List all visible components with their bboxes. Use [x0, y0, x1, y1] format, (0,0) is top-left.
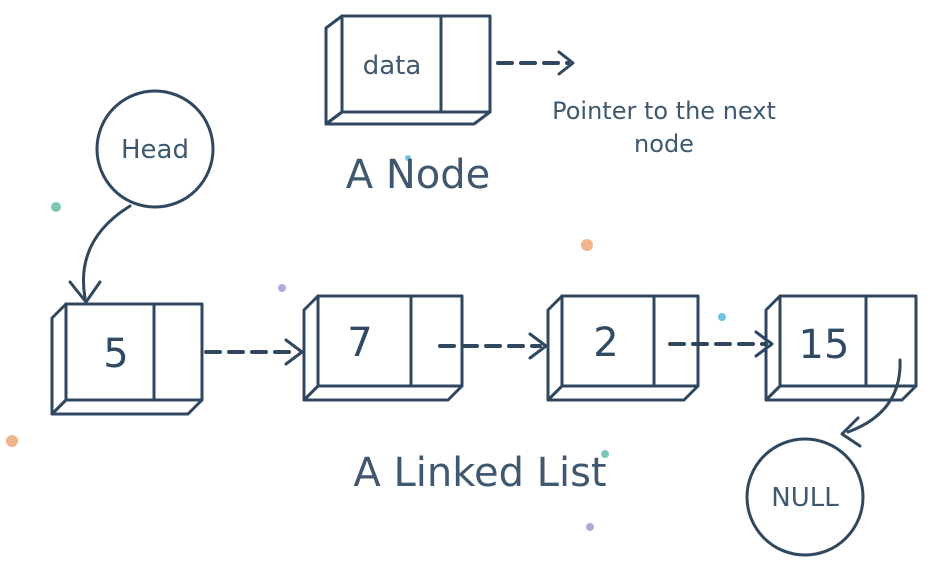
legend-node-data-label: data	[363, 51, 422, 81]
head-arrow-head	[68, 280, 102, 304]
list-node-value: 7	[347, 320, 372, 366]
null-arrow	[846, 358, 902, 434]
head-circle	[95, 89, 215, 209]
dot	[6, 435, 18, 447]
list-node-5: 5	[50, 302, 204, 416]
head-label: Head	[121, 135, 189, 165]
decorative-dots	[6, 155, 726, 531]
dot	[405, 155, 411, 161]
list-node-side	[302, 294, 320, 402]
null-circle	[745, 437, 865, 557]
next-arrow-head	[284, 338, 304, 366]
list-node-value: 2	[593, 320, 618, 366]
list-node-value: 15	[799, 322, 850, 368]
list-node-15: 15	[764, 294, 918, 402]
list-node-side	[546, 294, 564, 402]
null-label: NULL	[771, 483, 839, 513]
list-node-face	[316, 294, 464, 388]
list-node-bottom	[50, 398, 204, 416]
dot	[601, 450, 609, 458]
list-nodes: 5 7 2 15	[50, 294, 918, 416]
dot	[51, 202, 61, 212]
legend-node-side	[324, 14, 344, 126]
legend-pointer-arrow-head	[557, 50, 575, 76]
linked-list-title: A Linked List	[353, 450, 606, 496]
legend-node-bottom	[324, 110, 492, 126]
dot	[581, 239, 593, 251]
list-node-value: 5	[103, 331, 128, 377]
null-arrow-head	[840, 416, 862, 448]
dot	[586, 523, 594, 531]
next-arrow-head	[528, 332, 548, 360]
list-node-face	[560, 294, 700, 388]
list-node-bottom	[546, 384, 700, 402]
legend-node-face	[340, 14, 492, 114]
legend-pointer-caption-line2: node	[634, 130, 694, 158]
legend-pointer-caption-line1: Pointer to the next	[552, 97, 776, 125]
list-node-7: 7	[302, 294, 464, 402]
next-arrow-head	[754, 330, 774, 358]
legend-node: data	[324, 14, 492, 126]
list-node-face	[64, 302, 204, 402]
dot	[278, 284, 286, 292]
list-node-face	[778, 294, 918, 388]
dot	[718, 313, 726, 321]
legend-title: A Node	[346, 152, 490, 198]
head-arrow	[82, 204, 132, 300]
list-node-2: 2	[546, 294, 700, 402]
list-node-bottom	[302, 384, 464, 402]
list-node-side	[50, 302, 68, 416]
